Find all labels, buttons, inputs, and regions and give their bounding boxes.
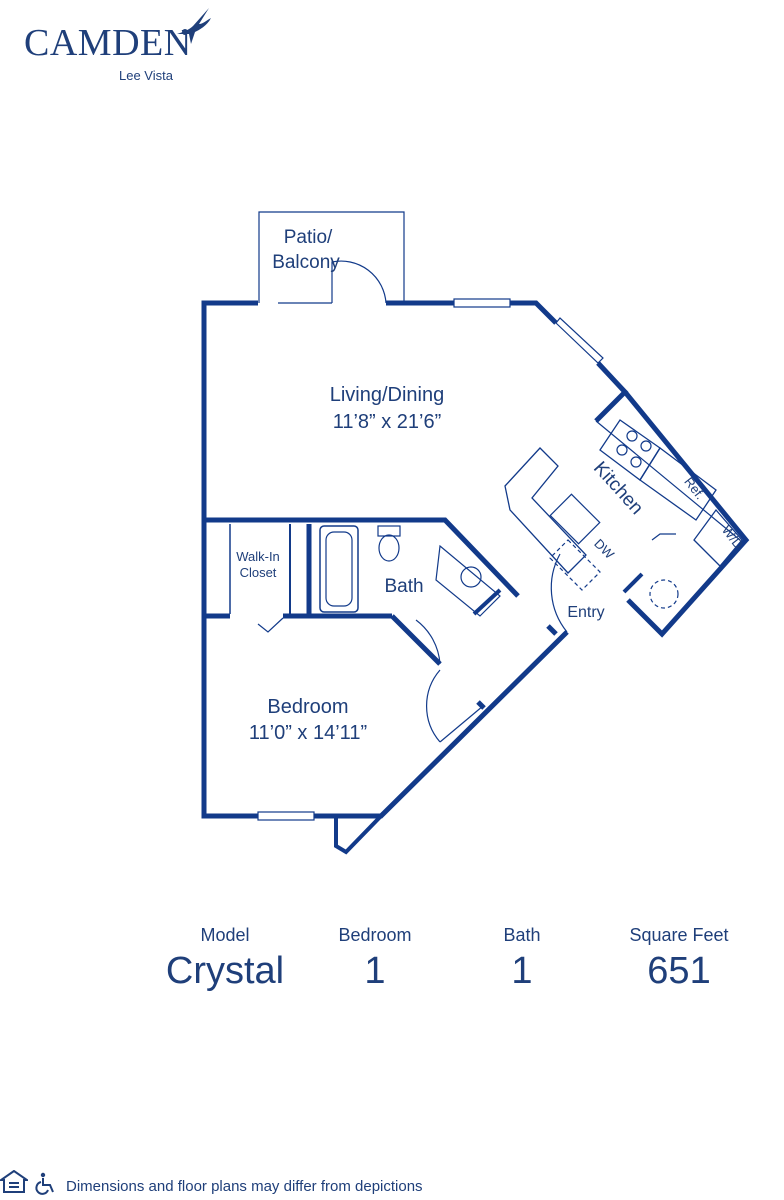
water-heater [649,579,679,609]
equal-housing-icon [0,1170,28,1193]
toilet [377,525,401,537]
kitchen-sink [549,493,601,545]
living-dining-label: Living/Dining [330,384,445,406]
dishwasher [549,539,601,591]
bath-column: Bath 1 [472,925,572,990]
bedroom-count-value: 1 [364,950,386,992]
patio-outline [258,211,405,303]
sqft-column: Square Feet 651 [604,925,754,990]
brand-logo: Camden Lee Vista [24,6,224,86]
bath-count-label: Bath [503,925,541,945]
dw-label: DW [591,536,617,562]
floor-plan: Patio/ Balcony Living/Dining 11’8” x 21’… [201,211,750,855]
wheelchair-accessible-icon [35,1172,54,1195]
bedroom-label: Bedroom [267,696,348,718]
sqft-value: 651 [647,950,711,992]
closet-label-line1: Walk-In [236,549,280,564]
bath-sink [435,544,501,617]
bedroom-column: Bedroom 1 [315,925,435,990]
model-column: Model Crystal [150,925,300,990]
exterior-wall [623,390,750,638]
bath-count-value: 1 [511,950,533,992]
brand-name: Camden [24,22,192,64]
hummingbird-icon [177,8,211,44]
exterior-wall [510,300,558,325]
plan-details: Model Crystal Bedroom 1 Bath 1 Square Fe… [0,925,784,1005]
bedroom-dims: 11’0” x 14’11” [249,722,367,744]
window [453,298,511,308]
interior-wall [204,517,520,598]
sqft-label: Square Feet [629,925,729,945]
closet-label-line2: Closet [240,565,277,580]
patio-label-line1: Patio/ [284,227,333,248]
exterior-wall [594,361,629,423]
window [257,811,315,821]
kitchen-island [504,447,587,574]
patio-label-line2: Balcony [272,252,340,273]
disclaimer-text: Dimensions and floor plans may differ fr… [66,1178,423,1195]
living-dining-dims: 11’8” x 21’6” [333,411,442,433]
bath-label: Bath [384,576,423,597]
bedroom-count-label: Bedroom [338,925,412,945]
window [555,317,604,364]
entry-label: Entry [567,604,604,621]
exterior-wall [201,300,258,819]
model-value: Crystal [165,950,285,992]
footer: Dimensions and floor plans may differ fr… [0,1168,784,1200]
refrigerator [639,447,717,521]
exterior-wall [334,814,383,855]
ref-label: Ref. [681,474,707,502]
model-label: Model [200,925,250,945]
interior-wall [472,588,502,616]
washer-dryer [693,508,743,567]
interior-wall [390,614,442,666]
bathtub [319,525,359,613]
community-name: Lee Vista [119,68,173,83]
